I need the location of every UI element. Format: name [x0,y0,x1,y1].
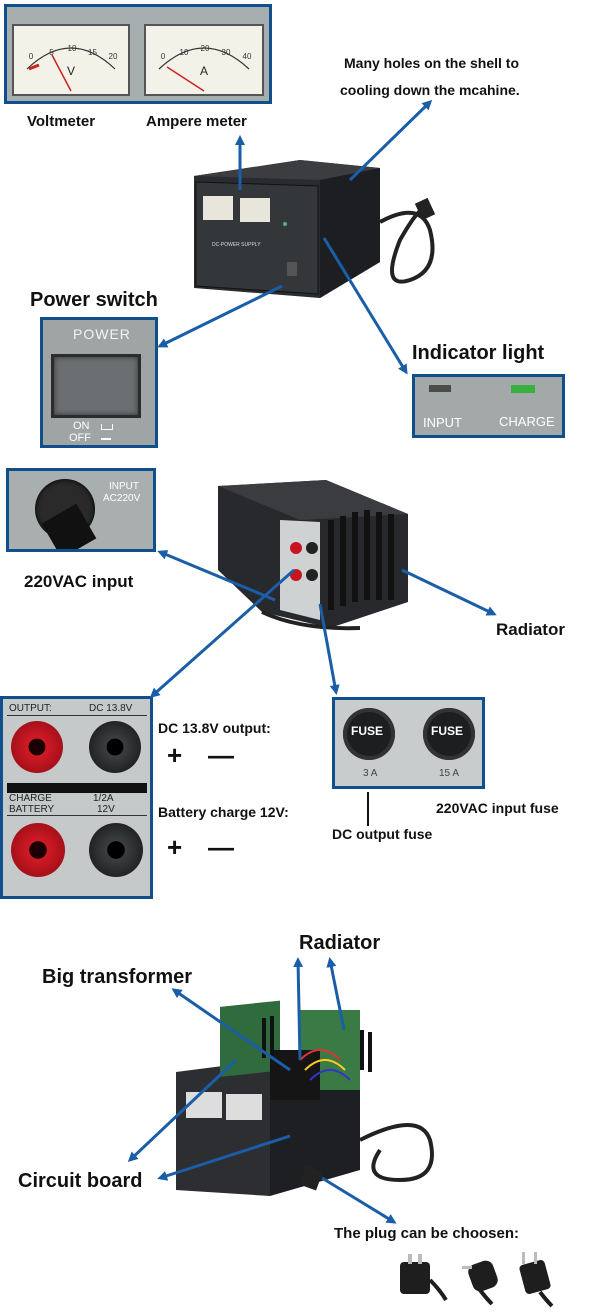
arrow-radiator-left [293,957,304,1061]
meters-photo: V A 0 5 10 15 20 0 10 20 30 40 [4,4,272,104]
fuse2-rating: 15 A [439,768,460,779]
voltmeter-tick-3: 15 [88,48,97,57]
input-text: INPUT [423,415,462,430]
output-panel-title: OUTPUT: [9,703,52,714]
fuse1-rating: 3 A [363,768,378,779]
ampere-tick-0: 0 [161,52,166,61]
plug-label: The plug can be choosen: [334,1225,520,1242]
battery-positive-post[interactable] [11,823,65,877]
circuit-board-label: Circuit board [18,1170,143,1192]
ampere-dial: A [144,24,264,96]
charge-panel-line1: CHARGE [9,793,52,804]
bottom-radiator-label: Radiator [299,932,381,954]
voltmeter-dial: V [12,24,130,96]
eu-plug-icon [462,1260,498,1306]
fuse-text-ac: FUSE [431,724,464,738]
arrow-to-fuse [318,603,340,695]
battery-minus-sign: — [208,832,234,862]
output-panel-value: DC 13.8V [89,703,133,714]
voltmeter-tick-1: 5 [49,48,54,57]
ampere-meter-label: Ampere meter [146,113,247,130]
arrow-to-indicator [322,237,408,375]
charge-panel-val1: 1/2A [93,793,114,804]
voltmeter-tick-0: 0 [29,52,34,61]
meters-illustration: V A 0 5 10 15 20 0 10 20 30 40 [7,7,269,101]
indicator-photo: INPUT CHARGE [412,374,565,438]
arrow-circuit-left [127,1058,238,1163]
dc-output-label: DC 13.8V output: [158,720,271,736]
arrow-to-ac-input [157,550,276,602]
ac-input-photo: INPUT AC220V [6,468,156,552]
off-text: OFF [69,432,91,444]
arrow-to-plug [321,1176,397,1224]
ampere-tick-4: 40 [243,52,252,61]
on-text: ON [73,420,90,432]
output-negative-post[interactable] [89,721,141,773]
dc-plus-sign: + [167,740,183,770]
on-symbol [101,424,113,430]
voltmeter-unit: V [67,64,75,78]
output-positive-post[interactable] [11,721,63,773]
arrow-to-holes [348,99,433,182]
power-rocker-switch[interactable] [51,354,141,418]
arrow-radiator-right [326,957,346,1031]
indicator-light-label: Indicator light [412,342,545,364]
input-led [429,385,451,392]
ampere-tick-3: 30 [222,48,231,57]
voltmeter-tick-4: 20 [109,52,118,61]
fuse-text-dc: FUSE [351,724,384,738]
input-panel-line2: AC220V [103,493,141,504]
arrow-to-power-switch [157,284,283,348]
ampere-unit: A [200,64,208,78]
charge-led [511,385,535,393]
charge-panel-val2: 12V [97,804,115,815]
dc-fuse-label: DC output fuse [332,826,433,842]
device-panel-label: DC-POWER SUPPLY [212,242,261,248]
holes-note-line1: Many holes on the shell to [344,55,520,71]
arrow-to-radiator [401,568,497,616]
power-switch-label: Power switch [30,289,158,311]
ac-fuse-label: 220VAC input fuse [436,800,559,816]
fuse-photo: FUSE FUSE 3 A 15 A [332,697,485,789]
input-panel-line1: INPUT [109,481,139,492]
arrow-circuit-right [157,1134,291,1181]
fuse-holder-dc[interactable]: FUSE [343,708,395,760]
fuse-holder-ac[interactable]: FUSE [423,708,475,760]
radiator-label: Radiator [496,620,565,639]
off-symbol [101,438,111,440]
voltmeter-label: Voltmeter [27,113,96,130]
dc-minus-sign: — [208,740,234,770]
charge-panel-line2: BATTERY [9,804,55,815]
battery-charge-label: Battery charge 12V: [158,804,289,820]
battery-plus-sign: + [167,832,183,862]
charge-text: CHARGE [499,414,555,429]
battery-negative-post[interactable] [89,823,143,877]
output-terminals-photo: OUTPUT: DC 13.8V CHARGE 1/2A BATTERY 12V [0,696,153,899]
ampere-tick-2: 20 [201,44,210,53]
transformer-label: Big transformer [42,966,193,988]
vac-input-label: 220VAC input [24,572,134,591]
us-plug-icon [519,1252,554,1308]
uk-plug-icon [400,1254,448,1302]
arrow-to-output-terminals [149,568,295,698]
arrow-to-transformer-label [171,988,291,1072]
voltmeter-tick-2: 10 [68,44,77,53]
power-panel-title: POWER [73,326,131,342]
holes-note-line2: cooling down the mcahine. [340,82,520,98]
ampere-tick-1: 10 [180,48,189,57]
power-switch-photo: POWER ON OFF [40,317,158,448]
